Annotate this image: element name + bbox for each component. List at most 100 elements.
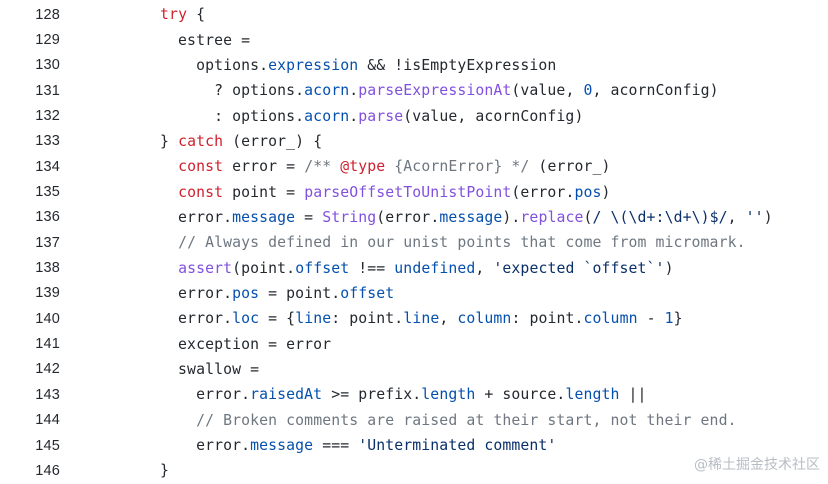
line-number: 140 <box>35 310 60 327</box>
code-token: : point. <box>331 310 404 328</box>
code-token: message <box>439 208 503 226</box>
code-token: : point. <box>511 310 584 328</box>
code-token: && !isEmptyExpression <box>358 56 557 74</box>
line-number: 145 <box>35 437 60 454</box>
code-token: pos <box>574 183 602 201</box>
code-line: 139 error.pos = point.offset <box>0 281 828 306</box>
code-token <box>124 412 196 429</box>
line-number: 139 <box>35 285 60 302</box>
code-token: (error_) <box>529 158 611 176</box>
line-number: 134 <box>35 158 60 175</box>
code-token: + source. <box>475 386 566 404</box>
line-number: 135 <box>35 184 60 201</box>
code-token: '' <box>745 208 764 226</box>
code-token: message <box>232 208 296 226</box>
code-token: } <box>673 310 683 328</box>
code-token: ) <box>664 259 674 277</box>
line-number: 129 <box>35 32 60 49</box>
code-token: . <box>349 107 359 125</box>
code-token: exception = error <box>124 335 332 353</box>
code-token: parseExpressionAt <box>358 82 512 100</box>
line-code: error.message === 'Unterminated comment' <box>124 437 556 454</box>
code-line: 144 // Broken comments are raised at the… <box>0 408 828 433</box>
code-token: 'expected `offset`' <box>493 259 665 277</box>
code-token: line <box>403 310 440 328</box>
code-token: ) <box>763 208 773 226</box>
line-code: estree = <box>124 32 250 49</box>
code-token <box>124 184 178 201</box>
line-code: assert(point.offset !== undefined, 'expe… <box>124 260 674 277</box>
line-number: 138 <box>35 260 60 277</box>
line-code: error.message = String(error.message).re… <box>124 209 773 226</box>
code-token: ( <box>583 208 593 226</box>
line-number: 144 <box>35 412 60 429</box>
code-token: , <box>475 259 494 277</box>
watermark: @稀土掘金技术社区 <box>694 457 820 473</box>
code-line: 138 assert(point.offset !== undefined, '… <box>0 255 828 280</box>
code-token: error. <box>124 208 233 226</box>
code-token: length <box>421 386 476 404</box>
code-token: = { <box>259 310 296 328</box>
code-token: {AcornError} */ <box>385 158 530 176</box>
line-code: // Always defined in our unist points th… <box>124 234 746 251</box>
code-token: 1 <box>664 310 674 328</box>
code-token: , acornConfig) <box>592 82 719 100</box>
code-token: ) <box>601 183 611 201</box>
line-number: 142 <box>35 361 60 378</box>
code-token: (error. <box>376 208 440 226</box>
line-code: } <box>124 462 169 479</box>
code-token: replace <box>520 208 584 226</box>
code-token: loc <box>232 310 260 328</box>
code-token: swallow = <box>124 360 260 378</box>
line-code: ? options.acorn.parseExpressionAt(value,… <box>124 82 719 99</box>
code-line: 135 const point = parseOffsetToUnistPoin… <box>0 179 828 204</box>
code-token: , <box>439 310 458 328</box>
code-token: @type <box>340 158 386 176</box>
code-token: // Broken comments are raised at their s… <box>196 411 737 429</box>
code-token: !== <box>349 259 395 277</box>
code-token: . <box>349 82 359 100</box>
line-number: 143 <box>35 386 60 403</box>
code-token: (error. <box>511 183 575 201</box>
line-number: 128 <box>35 6 60 23</box>
line-number: 130 <box>35 57 60 74</box>
code-token <box>124 6 160 23</box>
line-number: 132 <box>35 108 60 125</box>
code-token: message <box>250 437 314 455</box>
code-token: const <box>178 158 224 176</box>
code-line: 136 error.message = String(error.message… <box>0 205 828 230</box>
code-token <box>124 260 178 277</box>
code-token: offset <box>295 259 350 277</box>
code-token: : options. <box>124 107 305 125</box>
code-token: assert <box>178 259 233 277</box>
code-token: 0 <box>583 82 593 100</box>
code-token: options. <box>124 56 269 74</box>
code-token: error. <box>124 437 251 455</box>
code-token: { <box>187 6 206 24</box>
code-token: } <box>124 132 179 150</box>
code-token: (error_) { <box>223 132 323 150</box>
code-line: 137 // Always defined in our unist point… <box>0 230 828 255</box>
code-token: point = <box>223 183 305 201</box>
code-token: offset <box>340 284 395 302</box>
line-code: const point = parseOffsetToUnistPoint(er… <box>124 184 611 201</box>
code-token: parseOffsetToUnistPoint <box>304 183 512 201</box>
line-code: : options.acorn.parse(value, acornConfig… <box>124 108 583 125</box>
line-code: swallow = <box>124 361 259 378</box>
line-code: error.loc = {line: point.line, column: p… <box>124 310 683 327</box>
code-token: = point. <box>259 284 341 302</box>
line-code: const error = /** @type {AcornError} */ … <box>124 158 611 175</box>
code-token: String <box>322 208 377 226</box>
code-token <box>124 158 178 175</box>
code-token: raisedAt <box>250 386 323 404</box>
line-code: try { <box>124 6 205 23</box>
code-token: error = <box>223 158 305 176</box>
code-token: parse <box>358 107 404 125</box>
code-token: >= prefix. <box>322 386 422 404</box>
code-token: estree = <box>124 31 251 49</box>
line-number: 131 <box>35 82 60 99</box>
code-token: - <box>637 310 665 328</box>
code-token: error. <box>124 310 233 328</box>
code-token: undefined <box>394 259 476 277</box>
